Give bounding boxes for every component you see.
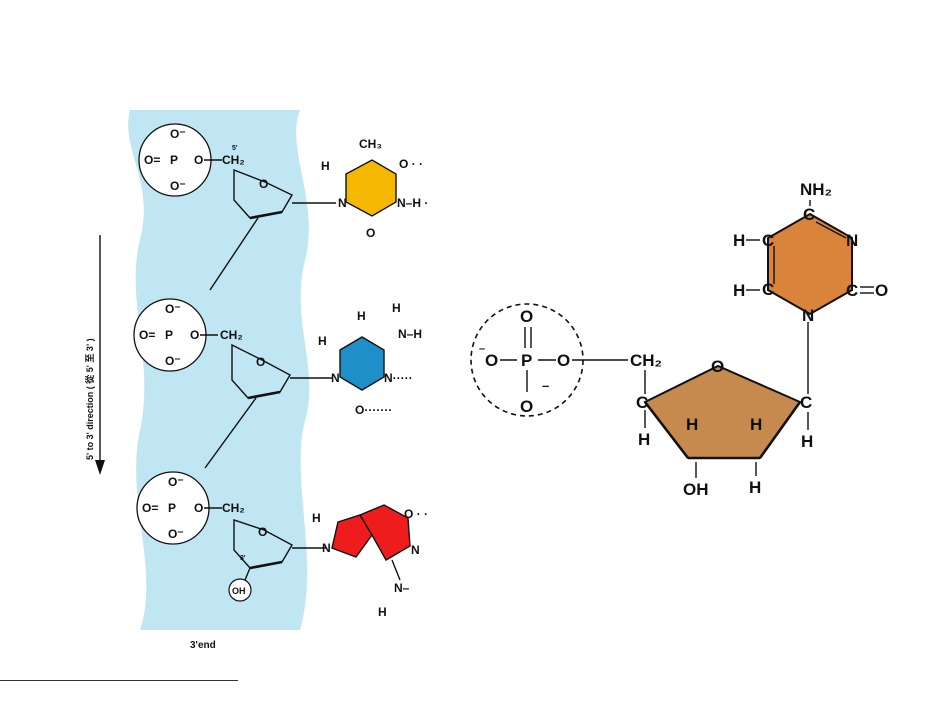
nitrogen-label: N xyxy=(802,306,814,325)
nucleotide-3: P O⁻ O⁻ O= O CH₂ O 3' OH H N O · · N N– … xyxy=(136,471,428,619)
nh-label: N–H · xyxy=(397,196,428,210)
oxygen-label: O xyxy=(259,177,268,191)
carbon-label: C xyxy=(800,393,812,412)
carbon-label: C xyxy=(762,280,774,299)
nitrogen-label: N xyxy=(338,196,347,210)
hydroxyl-label: OH xyxy=(232,586,246,596)
backbone-bond xyxy=(209,217,259,291)
hydrogen-label: H xyxy=(686,415,698,434)
oxygen-label: O⁻ xyxy=(165,302,181,316)
amino-label: N– xyxy=(394,581,410,595)
ch2-label: CH₂ xyxy=(220,328,243,342)
hydroxyl-label: OH xyxy=(683,480,709,499)
direction-arrow-head xyxy=(95,460,105,475)
hydrogen-label: H xyxy=(750,415,762,434)
backbone-bond xyxy=(204,397,257,469)
nitrogen-label: N····· xyxy=(384,371,413,385)
hydrogen-label: H xyxy=(638,430,650,449)
oxygen-label: O xyxy=(194,153,203,167)
nitrogen-label: N xyxy=(322,541,331,555)
ring-oxygen-label: O xyxy=(711,357,724,376)
charge-label: – xyxy=(479,343,485,355)
oxygen-label: O · · xyxy=(399,157,423,171)
phosphorus-label: P xyxy=(168,501,176,515)
oxygen-label: O xyxy=(557,351,570,370)
oxygen-label: O⁻ xyxy=(165,354,181,368)
hydrogen-label: H xyxy=(318,334,327,348)
carbon-label: C xyxy=(846,281,858,300)
three-prime-end-label: 3'end xyxy=(190,640,216,651)
prime-label: 3' xyxy=(240,555,246,562)
hydrogen-label: H xyxy=(321,159,330,173)
oxygen-label: O xyxy=(258,525,267,539)
charge-label: – xyxy=(542,378,549,393)
oxygen-label: O= xyxy=(139,328,155,342)
oxygen-label: O xyxy=(194,501,203,515)
phosphorus-label: P xyxy=(165,328,173,342)
phosphorus-label: P xyxy=(521,351,532,370)
oxygen-label: O= xyxy=(144,153,160,167)
hydrogen-label: H xyxy=(312,511,321,525)
deoxyribose-sugar xyxy=(643,364,802,459)
nucleotide-1: P O⁻ O⁻ O= O CH₂ 5' O CH₃ H N N–H · O · … xyxy=(138,123,428,291)
hydrogen-label: H xyxy=(749,478,761,497)
amino-label: N–H xyxy=(398,327,422,341)
thymine-base xyxy=(345,159,397,217)
oxygen-label: O xyxy=(256,355,265,369)
cytosine-base xyxy=(339,336,385,391)
guanine-pyrimidine xyxy=(358,504,411,561)
ch2-label: CH₂ xyxy=(222,501,245,515)
ch2-label: CH₂ xyxy=(222,153,245,167)
hydrogen-label: H xyxy=(733,231,745,250)
hydrogen-label: H xyxy=(392,301,401,315)
carbon-label: C xyxy=(636,393,648,412)
footnote-divider xyxy=(0,680,238,681)
nucleotide-detail-panel: P O O – O – O CH₂ O C C H H H H OH H xyxy=(470,180,888,499)
hydrogen-label: H xyxy=(378,605,387,619)
nitrogen-label: N xyxy=(846,231,858,250)
oxygen-label: O · · xyxy=(404,507,428,521)
nucleotide-2: P O⁻ O⁻ O= O CH₂ O H H H N–H N N····· O·… xyxy=(133,298,422,469)
oxygen-label: O⁻ xyxy=(170,127,186,141)
oxygen-label: O xyxy=(520,397,533,416)
phosphorus-label: P xyxy=(170,153,178,167)
oxygen-label: O xyxy=(190,328,199,342)
hydroxyl-circle xyxy=(228,578,252,602)
hydrogen-label: H xyxy=(733,281,745,300)
amino-group-label: NH₂ xyxy=(800,180,832,199)
oxygen-label: O⁻ xyxy=(168,527,184,541)
oxygen-label: O xyxy=(520,307,533,326)
hydrogen-label: H xyxy=(357,309,366,323)
oxygen-label: O xyxy=(366,226,375,240)
oxygen-label: O······· xyxy=(355,403,392,417)
ch2-label: CH₂ xyxy=(630,351,662,370)
cytosine-base-ring xyxy=(767,212,853,316)
nitrogen-label: N xyxy=(331,371,340,385)
oxygen-label: O⁻ xyxy=(170,179,186,193)
dna-strand-panel: 5' to 3' direction ( 從 5' 至 3' ) P O⁻ O⁻… xyxy=(84,110,428,651)
direction-label: 5' to 3' direction ( 從 5' 至 3' ) xyxy=(84,338,95,460)
oxygen-label: O xyxy=(485,351,498,370)
oxygen-label: O⁻ xyxy=(168,475,184,489)
hydrogen-label: H xyxy=(801,432,813,451)
carbon-label: C xyxy=(803,205,815,224)
methyl-label: CH₃ xyxy=(359,137,382,151)
oxygen-label: O= xyxy=(142,501,158,515)
prime-label: 5' xyxy=(232,145,238,152)
carbonyl-oxygen-label: O xyxy=(875,281,888,300)
carbon-label: C xyxy=(762,231,774,250)
nitrogen-label: N xyxy=(411,543,420,557)
